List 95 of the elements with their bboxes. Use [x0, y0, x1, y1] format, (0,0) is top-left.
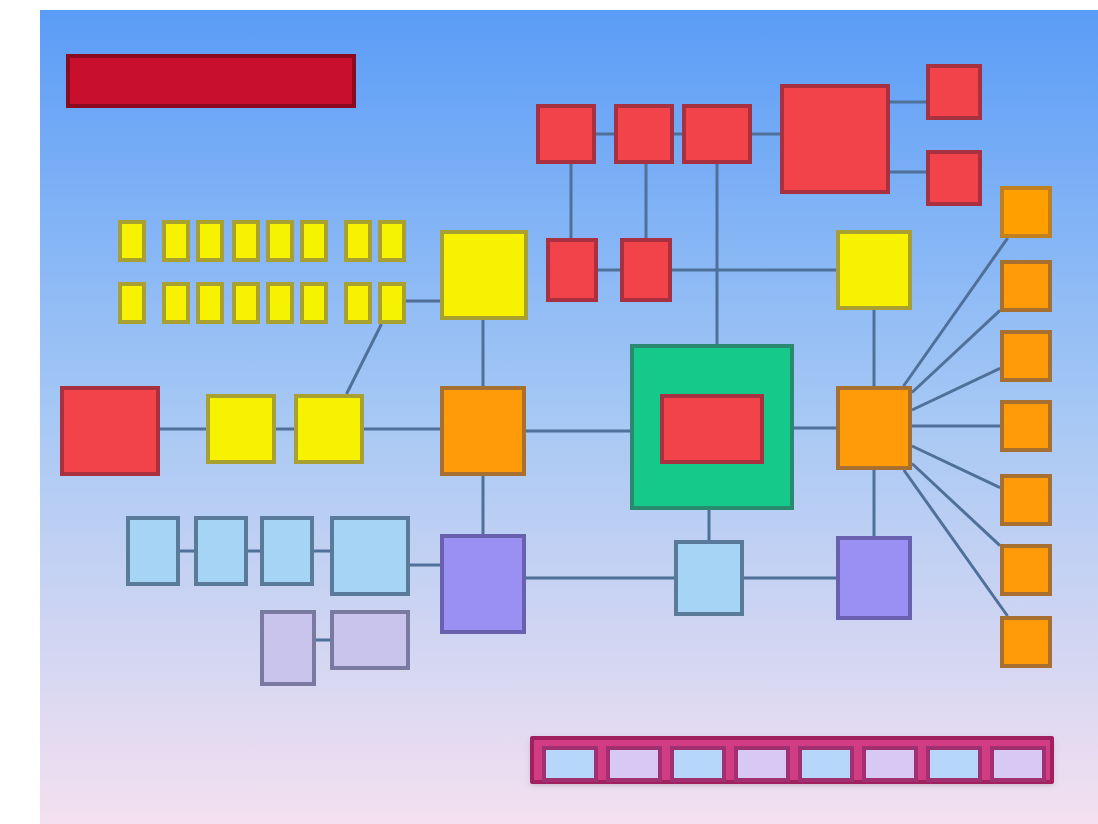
- connector-line: [316, 638, 330, 642]
- connector-line: [276, 427, 294, 431]
- process-box: [378, 282, 406, 324]
- connector-line: [902, 469, 1009, 617]
- process-box: [440, 386, 526, 476]
- connector-line: [910, 309, 1002, 394]
- connector-line: [794, 426, 836, 430]
- connector-line: [180, 549, 194, 553]
- connector-line: [345, 323, 383, 395]
- process-box: [862, 746, 918, 782]
- connector-line: [902, 237, 1009, 387]
- process-box: [542, 746, 598, 782]
- connector-line: [872, 310, 876, 386]
- connector-line: [744, 576, 836, 580]
- process-box: [294, 394, 364, 464]
- connector-line: [598, 268, 620, 272]
- connector-line: [406, 299, 440, 303]
- process-box: [118, 220, 146, 262]
- process-box: [1000, 544, 1052, 596]
- process-box: [836, 386, 912, 470]
- process-box: [440, 230, 528, 320]
- connector-line: [715, 164, 719, 344]
- connector-line: [707, 510, 711, 540]
- process-box: [536, 104, 596, 164]
- process-box: [1000, 186, 1052, 238]
- process-box: [1000, 474, 1052, 526]
- connector-line: [644, 164, 648, 238]
- process-box: [118, 282, 146, 324]
- process-box: [232, 220, 260, 262]
- connector-line: [481, 476, 485, 534]
- connector-line: [872, 470, 876, 536]
- process-box: [440, 534, 526, 634]
- process-box: [926, 64, 982, 120]
- process-box: [674, 540, 744, 616]
- connector-line: [911, 444, 1001, 490]
- process-box: [344, 220, 372, 262]
- process-box: [260, 516, 314, 586]
- process-box: [670, 746, 726, 782]
- connector-line: [526, 429, 630, 433]
- process-box: [630, 344, 794, 510]
- process-box: [196, 220, 224, 262]
- connector-line: [364, 427, 440, 431]
- process-box: [126, 516, 180, 586]
- connector-line: [314, 549, 330, 553]
- connector-line: [912, 424, 1000, 428]
- connector-line: [890, 170, 926, 174]
- process-box: [162, 282, 190, 324]
- connector-line: [481, 320, 485, 386]
- process-box: [300, 282, 328, 324]
- strip-bar: [530, 736, 1054, 784]
- process-box: [266, 220, 294, 262]
- process-box: [1000, 330, 1052, 382]
- process-box: [926, 746, 982, 782]
- connector-line: [911, 366, 1001, 412]
- connector-line: [596, 132, 614, 136]
- process-box: [260, 610, 316, 686]
- process-box: [734, 746, 790, 782]
- process-box: [1000, 400, 1052, 452]
- process-box: [836, 536, 912, 620]
- connector-line: [890, 100, 926, 104]
- connector-line: [569, 164, 573, 238]
- process-box: [660, 394, 764, 464]
- process-box: [162, 220, 190, 262]
- connector-line: [410, 563, 440, 567]
- process-box: [344, 282, 372, 324]
- process-box: [990, 746, 1046, 782]
- process-box: [836, 230, 912, 310]
- connector-line: [526, 576, 674, 580]
- process-box: [330, 610, 410, 670]
- process-box: [1000, 616, 1052, 668]
- process-box: [60, 386, 160, 476]
- connector-line: [674, 132, 682, 136]
- process-box: [620, 238, 672, 302]
- process-box: [66, 54, 356, 108]
- process-box: [378, 220, 406, 262]
- process-box: [206, 394, 276, 464]
- process-box: [606, 746, 662, 782]
- process-box: [926, 150, 982, 206]
- process-box: [1000, 260, 1052, 312]
- connector-line: [672, 268, 836, 272]
- process-box: [196, 282, 224, 324]
- process-box: [194, 516, 248, 586]
- process-box: [266, 282, 294, 324]
- connector-line: [248, 549, 260, 553]
- connector-line: [752, 132, 780, 136]
- connector-line: [910, 462, 1002, 547]
- process-box: [614, 104, 674, 164]
- process-box: [780, 84, 890, 194]
- process-box: [682, 104, 752, 164]
- process-box: [546, 238, 598, 302]
- connector-line: [160, 427, 206, 431]
- process-box: [330, 516, 410, 596]
- process-box: [300, 220, 328, 262]
- process-box: [798, 746, 854, 782]
- process-box: [232, 282, 260, 324]
